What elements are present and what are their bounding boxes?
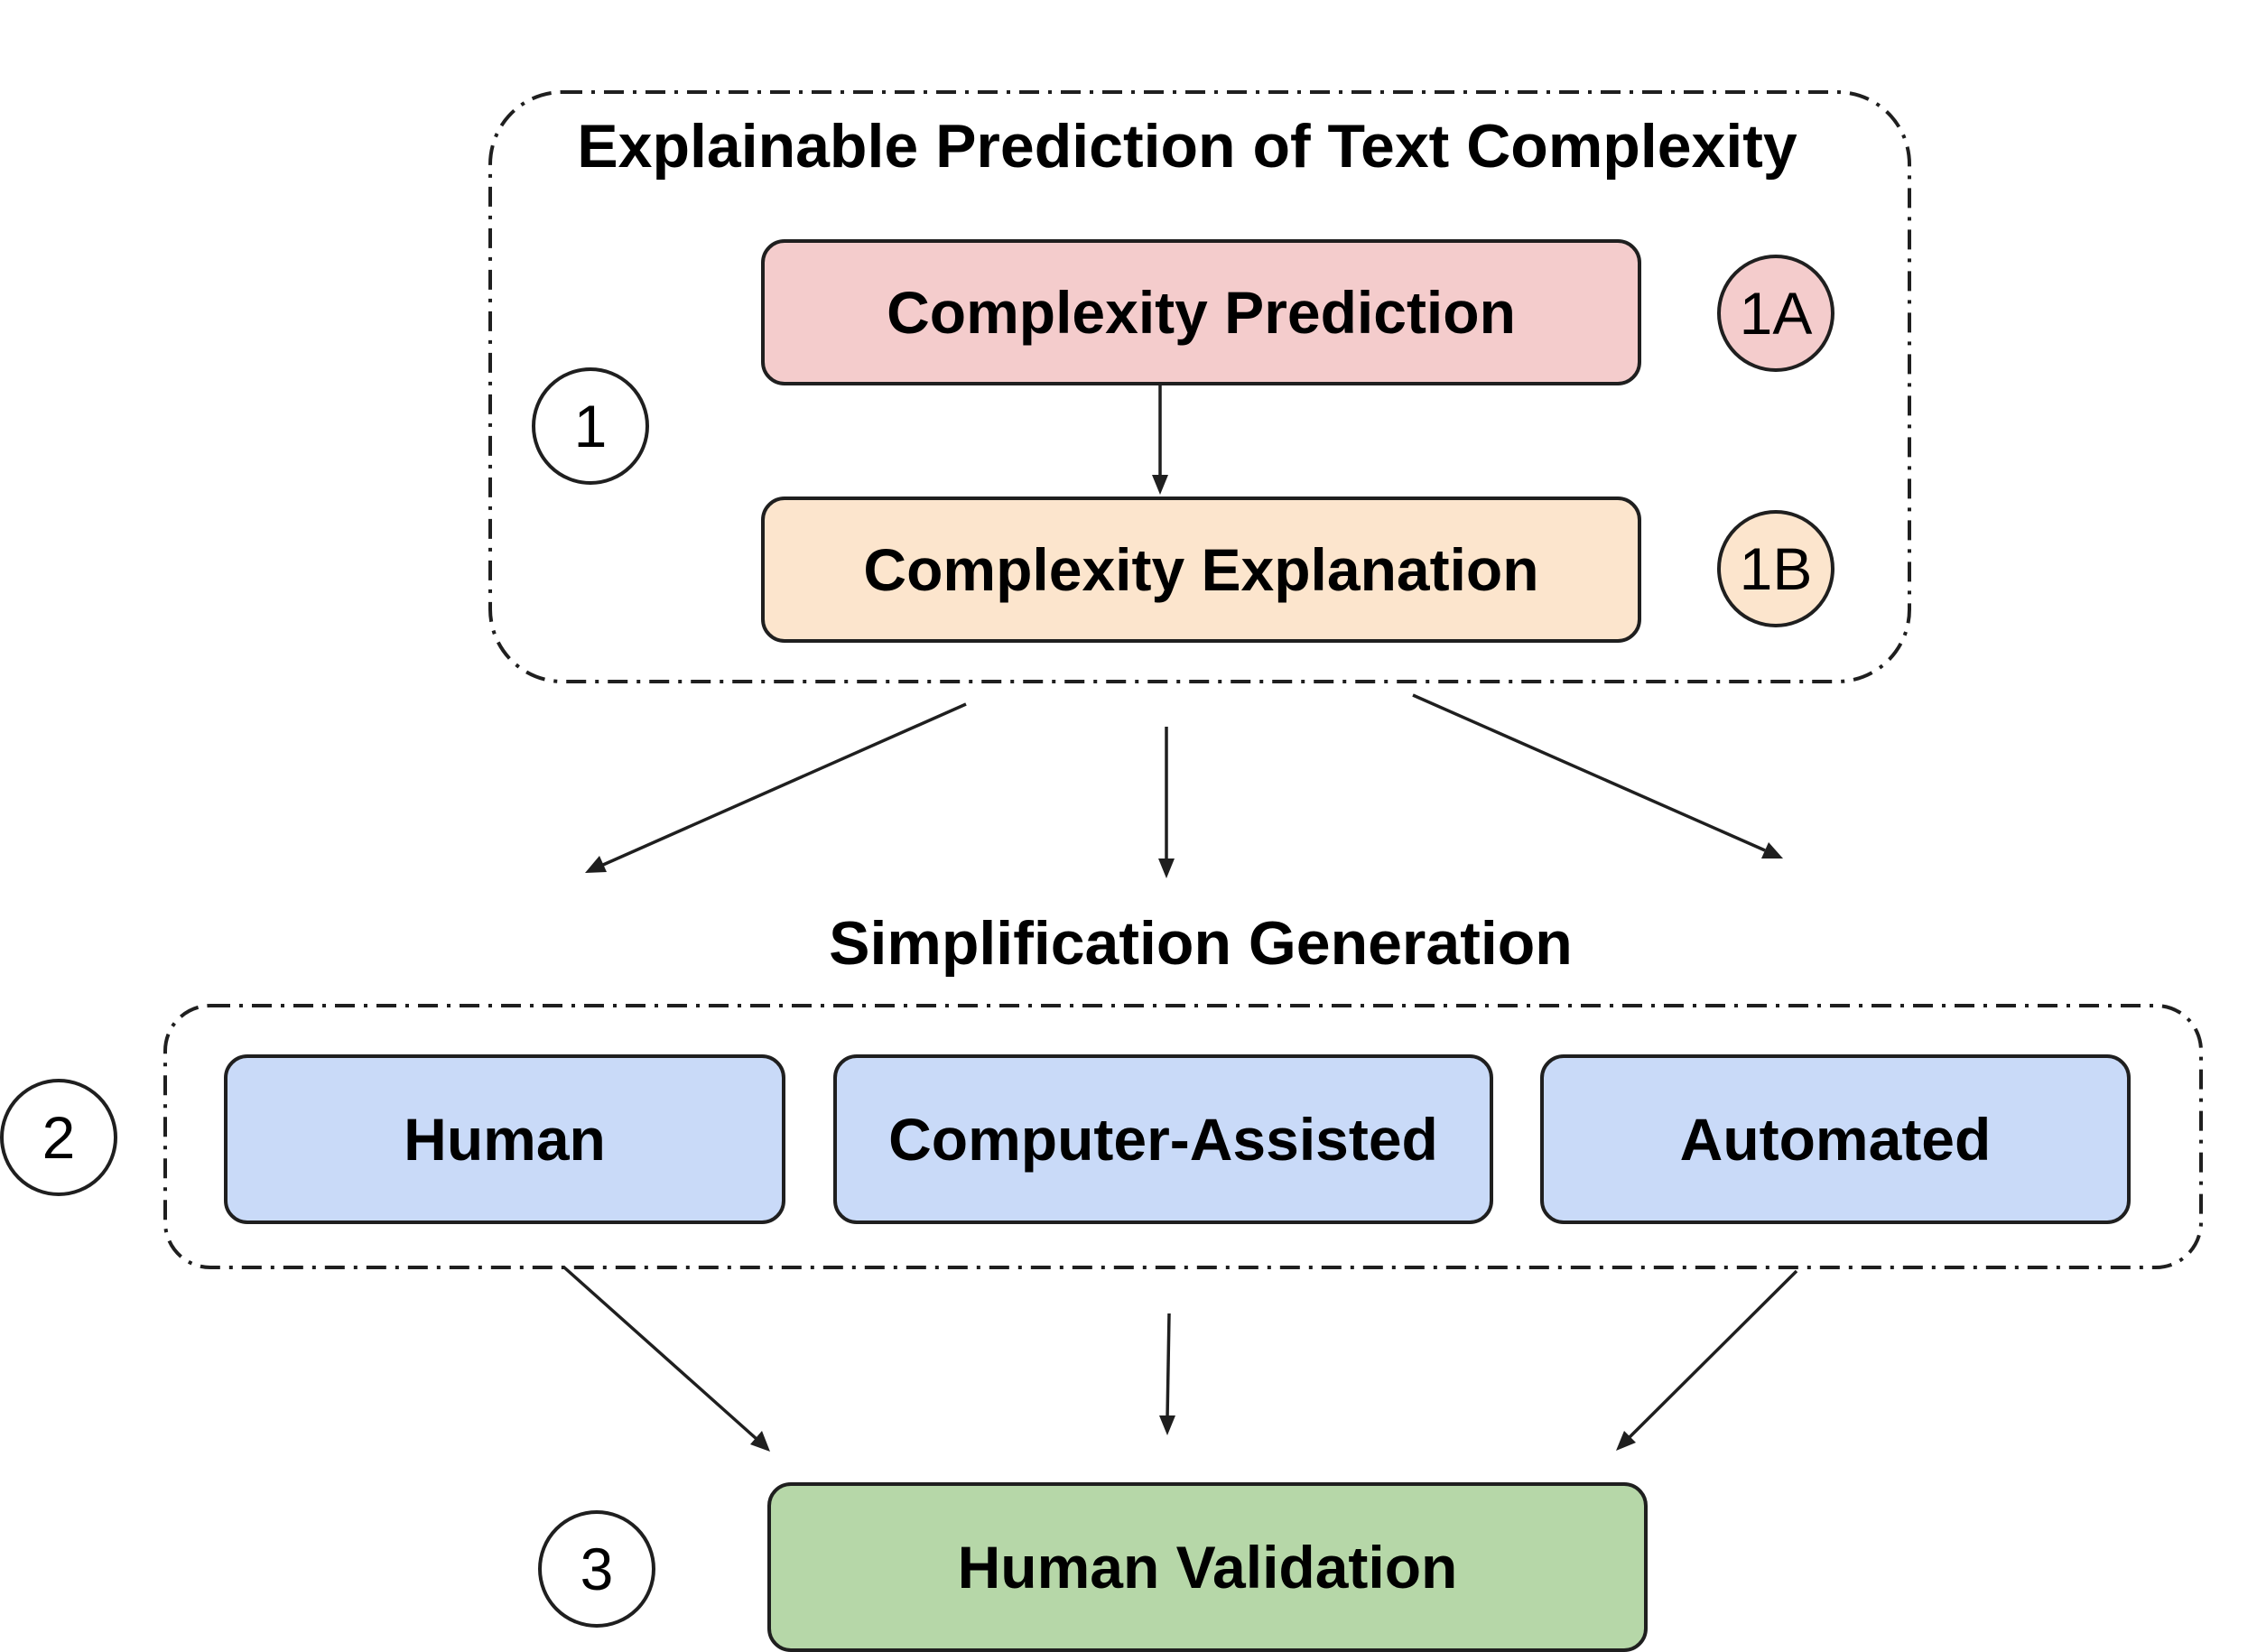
step-badge-3: 3 [538,1510,655,1628]
arrow-prediction-to-explanation [1152,385,1168,495]
arrow-group1-to-automated [1412,693,1783,858]
step-badge-1b: 1B [1717,510,1834,627]
arrow-computer-assisted-to-validation [1159,1313,1175,1435]
step-badge-1a: 1A [1717,255,1834,372]
step-badge-1: 1 [532,367,649,485]
computer-assisted-node: Computer-Assisted [833,1054,1493,1224]
arrow-automated-to-validation [1616,1269,1798,1451]
group2-dashed-frame [163,1004,2203,1269]
complexity-explanation-node: Complexity Explanation [761,497,1641,643]
group1-dashed-frame [488,90,1911,683]
human-validation-node: Human Validation [767,1482,1648,1652]
arrow-human-to-validation [562,1266,770,1452]
automated-node: Automated [1540,1054,2131,1224]
arrow-group1-to-computer-assisted [1158,727,1175,878]
complexity-prediction-node: Complexity Prediction [761,239,1641,385]
human-node: Human [224,1054,785,1224]
step-badge-2: 2 [0,1079,117,1196]
group2-title: Simplification Generation [829,909,1573,978]
arrow-group1-to-human [585,702,967,873]
group1-title: Explainable Prediction of Text Complexit… [577,112,1797,181]
